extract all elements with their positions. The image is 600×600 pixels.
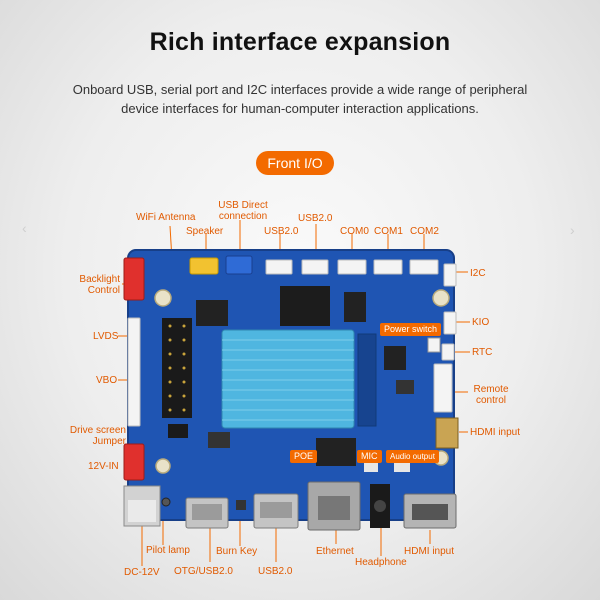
- heatsink: [221, 329, 355, 429]
- tag-mic: MIC: [357, 450, 382, 463]
- label-12v-in: 12V-IN: [88, 461, 119, 472]
- label-dc-12v: DC-12V: [124, 567, 160, 578]
- label-usb20-top-a: USB2.0: [264, 226, 299, 237]
- label-i2c: I2C: [470, 268, 486, 279]
- label-headphone: Headphone: [355, 557, 407, 568]
- label-usb20-top-b: USB2.0: [298, 213, 333, 224]
- label-burn-key: Burn Key: [216, 546, 258, 557]
- label-hdmi-input-bottom: HDMI input: [404, 546, 455, 557]
- label-drive-screen-jumper: Drive screen Jumper: [69, 425, 126, 447]
- label-com2: COM2: [410, 226, 439, 237]
- label-com0: COM0: [340, 226, 369, 237]
- label-pilot-lamp: Pilot lamp: [146, 545, 190, 556]
- label-com1: COM1: [374, 226, 403, 237]
- label-rtc: RTC: [472, 347, 493, 358]
- label-speaker: Speaker: [186, 226, 224, 237]
- label-kio: KIO: [472, 317, 490, 328]
- page-title: Rich interface expansion: [149, 28, 451, 56]
- decor-chevron-icon: ‹: [22, 220, 27, 236]
- label-usb20-bottom: USB2.0: [258, 566, 293, 577]
- page-subtitle: Onboard USB, serial port and I2C interfa…: [72, 82, 528, 116]
- label-lvds: LVDS: [93, 331, 119, 342]
- tag-audio-output: Audio output: [386, 450, 439, 463]
- label-usb-direct: USB Direct connection: [218, 200, 268, 222]
- label-otg-usb20: OTG/USB2.0: [174, 566, 233, 577]
- decor-chevron-icon: ›: [570, 222, 575, 238]
- tag-poe: POE: [290, 450, 318, 463]
- label-backlight-control: Backlight Control: [79, 274, 120, 296]
- label-remote-control: Remote control: [473, 384, 509, 406]
- tag-power-switch: Power switch: [380, 323, 442, 336]
- label-vbo: VBO: [96, 375, 118, 386]
- front-io-badge: Front I/O: [256, 151, 334, 175]
- label-ethernet: Ethernet: [316, 546, 354, 557]
- label-hdmi-input-right: HDMI input: [470, 427, 521, 438]
- label-wifi-antenna: WiFi Antenna: [136, 212, 196, 223]
